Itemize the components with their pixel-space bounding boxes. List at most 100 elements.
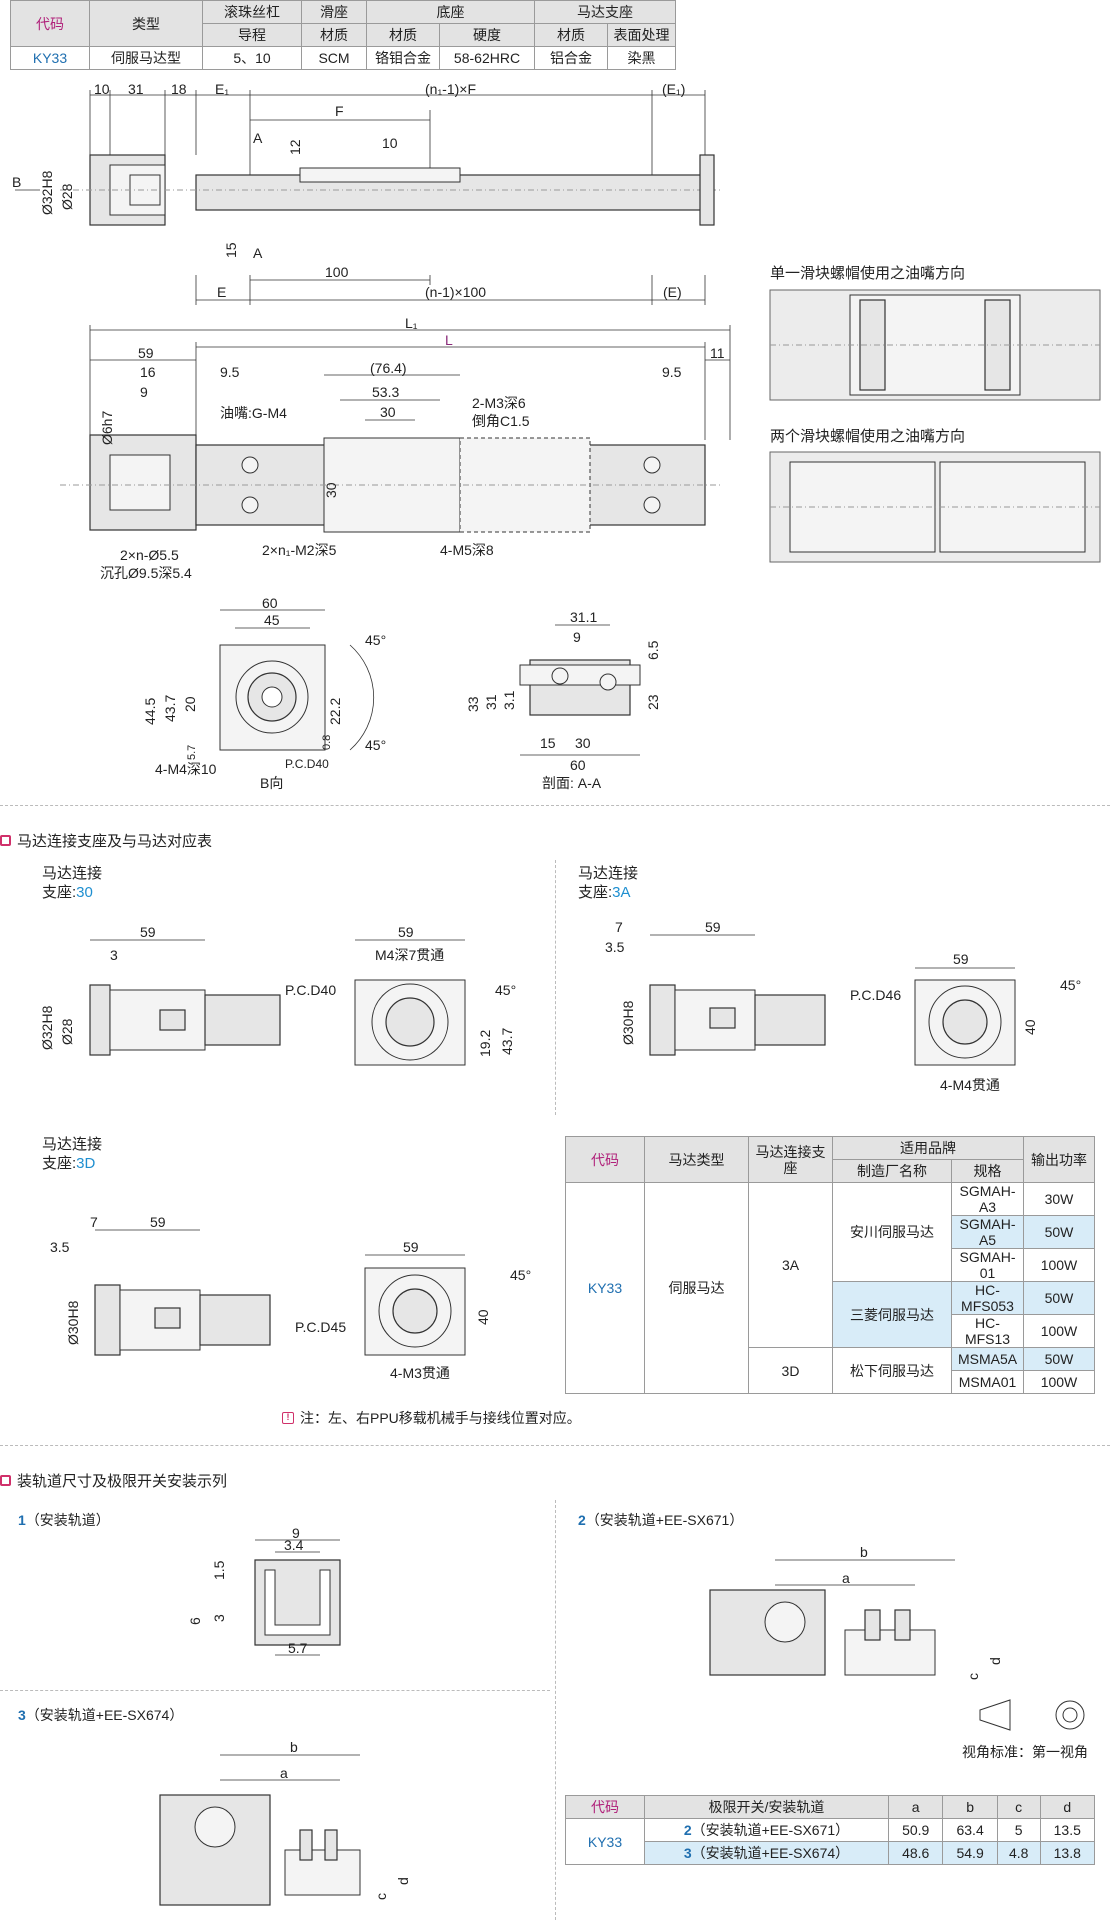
mount3d-flange-dim-40: 40 xyxy=(475,1309,491,1325)
st-th-d: d xyxy=(1039,1795,1096,1819)
mt-th-code: 代码 xyxy=(565,1136,645,1183)
mt-cell-spec: SGMAH-A5 xyxy=(951,1215,1024,1249)
th-slider-material: 材质 xyxy=(301,23,367,47)
mt-cell-maker-yaskawa: 安川伺服马达 xyxy=(832,1182,952,1282)
mount3d-side-drawing: 7 59 3.5 Ø30H8 xyxy=(50,1214,271,1356)
mount30-side-drawing: 59 3 Ø32H8 Ø28 xyxy=(39,924,281,1056)
dim-12: 12 xyxy=(287,139,303,155)
cell-mount-material: 铝合金 xyxy=(534,46,608,70)
dim-9: 9 xyxy=(140,384,148,400)
section-dim-31-1: 31.1 xyxy=(570,609,597,625)
bview-dim-22-2: 22.2 xyxy=(327,698,343,725)
mt-cell-power: 50W xyxy=(1023,1281,1095,1315)
dim-e1: E₁ xyxy=(215,81,229,97)
th-lead: 导程 xyxy=(202,23,302,47)
mount30-dim-59: 59 xyxy=(140,924,156,940)
mount3d-dim-d30h8: Ø30H8 xyxy=(65,1300,81,1345)
divider-3 xyxy=(0,1690,550,1691)
dim-d6h7: Ø6h7 xyxy=(99,411,115,445)
bview-dim-44-5: 44.5 xyxy=(142,698,158,725)
bview-dim-43-7: 43.7 xyxy=(162,695,178,722)
first-angle-symbol xyxy=(979,1699,1085,1731)
mount3d-dim-59: 59 xyxy=(150,1214,166,1230)
mt-cell-power: 30W xyxy=(1023,1182,1095,1216)
rail-dim-3-4: 3.4 xyxy=(284,1537,304,1553)
item3-label: 3（安装轨道+EE-SX674） xyxy=(18,1707,184,1723)
mt-th-power: 输出功率 xyxy=(1023,1136,1095,1183)
bview-dim-5-7: 5.7 xyxy=(186,745,198,760)
sx671-dim-d: d xyxy=(987,1657,1003,1665)
mount3a-flange-label-pcd46: P.C.D46 xyxy=(850,987,901,1003)
mt-th-maker: 制造厂名称 xyxy=(832,1159,952,1183)
sx674-dim-c: c xyxy=(373,1893,389,1900)
dim-n-100: (n-1)×100 xyxy=(425,284,486,300)
st-cell-switch: 2（安装轨道+EE-SX671） xyxy=(644,1818,889,1842)
dim-59: 59 xyxy=(138,345,154,361)
label-b: B xyxy=(12,174,21,190)
warning-icon: ! xyxy=(282,1412,294,1424)
sx674-dim-a: a xyxy=(280,1765,288,1781)
label-grease-nipple: 油嘴:G-M4 xyxy=(220,405,287,421)
mount30-dim-3: 3 xyxy=(110,947,118,963)
rail-section-title: 装轨道尺寸及极限开关安装示列 xyxy=(0,1470,227,1491)
mt-th-motor-type: 马达类型 xyxy=(644,1136,749,1183)
th-slider: 滑座 xyxy=(301,0,367,24)
mount3d-flange-label-pcd45: P.C.D45 xyxy=(295,1319,346,1335)
section-dim-60: 60 xyxy=(570,757,586,773)
mount30-flange-label-m4: M4深7贯通 xyxy=(375,947,444,963)
mount3a-dim-7: 7 xyxy=(615,919,623,935)
mount3a-dim-59: 59 xyxy=(705,919,721,935)
mount30-flange-dim-19-2: 19.2 xyxy=(477,1030,493,1057)
dim-n1-f: (n₁-1)×F xyxy=(425,81,476,97)
st-th-c: c xyxy=(996,1795,1041,1819)
mount3a-flange-label-m4: 4-M4贯通 xyxy=(940,1077,1000,1093)
main-view-drawing: L₁ L 59 11 16 9 9.5 (76.4) 9.5 53.3 30 Ø… xyxy=(60,315,731,581)
mount30-dim-d28: Ø28 xyxy=(59,1018,75,1045)
bview-dim-60: 60 xyxy=(262,595,278,611)
dim-30: 30 xyxy=(380,404,396,420)
dim-e-paren: (E) xyxy=(663,284,682,300)
single-slider-drawing xyxy=(769,289,1101,401)
mt-cell-maker-panasonic: 松下伺服马达 xyxy=(832,1347,952,1394)
st-cell-switch: 3（安装轨道+EE-SX674） xyxy=(644,1841,889,1865)
mount3d-dim-3-5: 3.5 xyxy=(50,1239,70,1255)
mt-cell-power: 100W xyxy=(1023,1370,1095,1394)
mount3d-flange-label-m3: 4-M3贯通 xyxy=(390,1365,450,1381)
th-mount-surface: 表面处理 xyxy=(607,23,676,47)
bview-dim-45deg-top: 45° xyxy=(365,632,386,648)
bview-dim-45deg-bottom: 45° xyxy=(365,737,386,753)
dim-e1-paren: (E₁) xyxy=(662,81,685,97)
label-a-bottom: A xyxy=(253,245,263,261)
switch-table: 代码 极限开关/安装轨道 a b c d KY33 2（安装轨道+EE-SX67… xyxy=(565,1795,1096,1865)
rail-dim-6: 6 xyxy=(187,1617,203,1625)
dim-9-5-right: 9.5 xyxy=(662,364,682,380)
bview-label-4-m4: 4-M4深10 xyxy=(155,761,217,777)
top-view-drawing: 10 31 18 E₁ (n₁-1)×F (E₁) F A 12 10 B Ø3… xyxy=(12,81,720,305)
mt-cell-mount-3d: 3D xyxy=(748,1347,833,1394)
section-dim-33: 33 xyxy=(465,696,481,712)
motor-section-title: 马达连接支座及与马达对应表 xyxy=(0,830,212,851)
item2-label: 2（安装轨道+EE-SX671） xyxy=(578,1512,744,1528)
dim-f: F xyxy=(335,103,344,119)
cell-base-material: 铬钼合金 xyxy=(366,46,440,70)
dim-30-vert: 30 xyxy=(323,482,339,498)
mt-cell-code: KY33 xyxy=(565,1182,645,1394)
mount30-flange-dim-45deg: 45° xyxy=(495,982,516,998)
cell-type: 伺服马达型 xyxy=(89,46,203,70)
st-cell-d: 13.8 xyxy=(1039,1841,1096,1865)
th-ballscrew: 滚珠丝杠 xyxy=(202,0,302,24)
label-2n-d5-5: 2×n-Ø5.5 xyxy=(120,547,179,563)
mount3d-flange-drawing: 59 P.C.D45 45° 40 4-M3贯通 xyxy=(295,1239,531,1381)
dim-15: 15 xyxy=(223,242,239,258)
section-dim-9: 9 xyxy=(573,629,581,645)
dim-l: L xyxy=(445,332,453,348)
section-dim-31: 31 xyxy=(483,694,499,710)
mount30-flange-drawing: 59 M4深7贯通 P.C.D40 45° 19.2 43.7 xyxy=(285,924,516,1066)
mount3d-flange-dim-45deg: 45° xyxy=(510,1267,531,1283)
motor-table: 代码 马达类型 马达连接支座 适用品牌 输出功率 制造厂名称 规格 KY33 伺… xyxy=(565,1136,1095,1394)
th-code: 代码 xyxy=(10,0,90,47)
mount3d-flange-dim-59: 59 xyxy=(403,1239,419,1255)
dim-11: 11 xyxy=(710,345,725,361)
ee-sx671-drawing: b a c d xyxy=(709,1544,1003,1680)
spec-table: 代码 类型 滚珠丝杠 滑座 底座 马达支座 导程 材质 材质 硬度 材质 表面处… xyxy=(10,0,676,70)
